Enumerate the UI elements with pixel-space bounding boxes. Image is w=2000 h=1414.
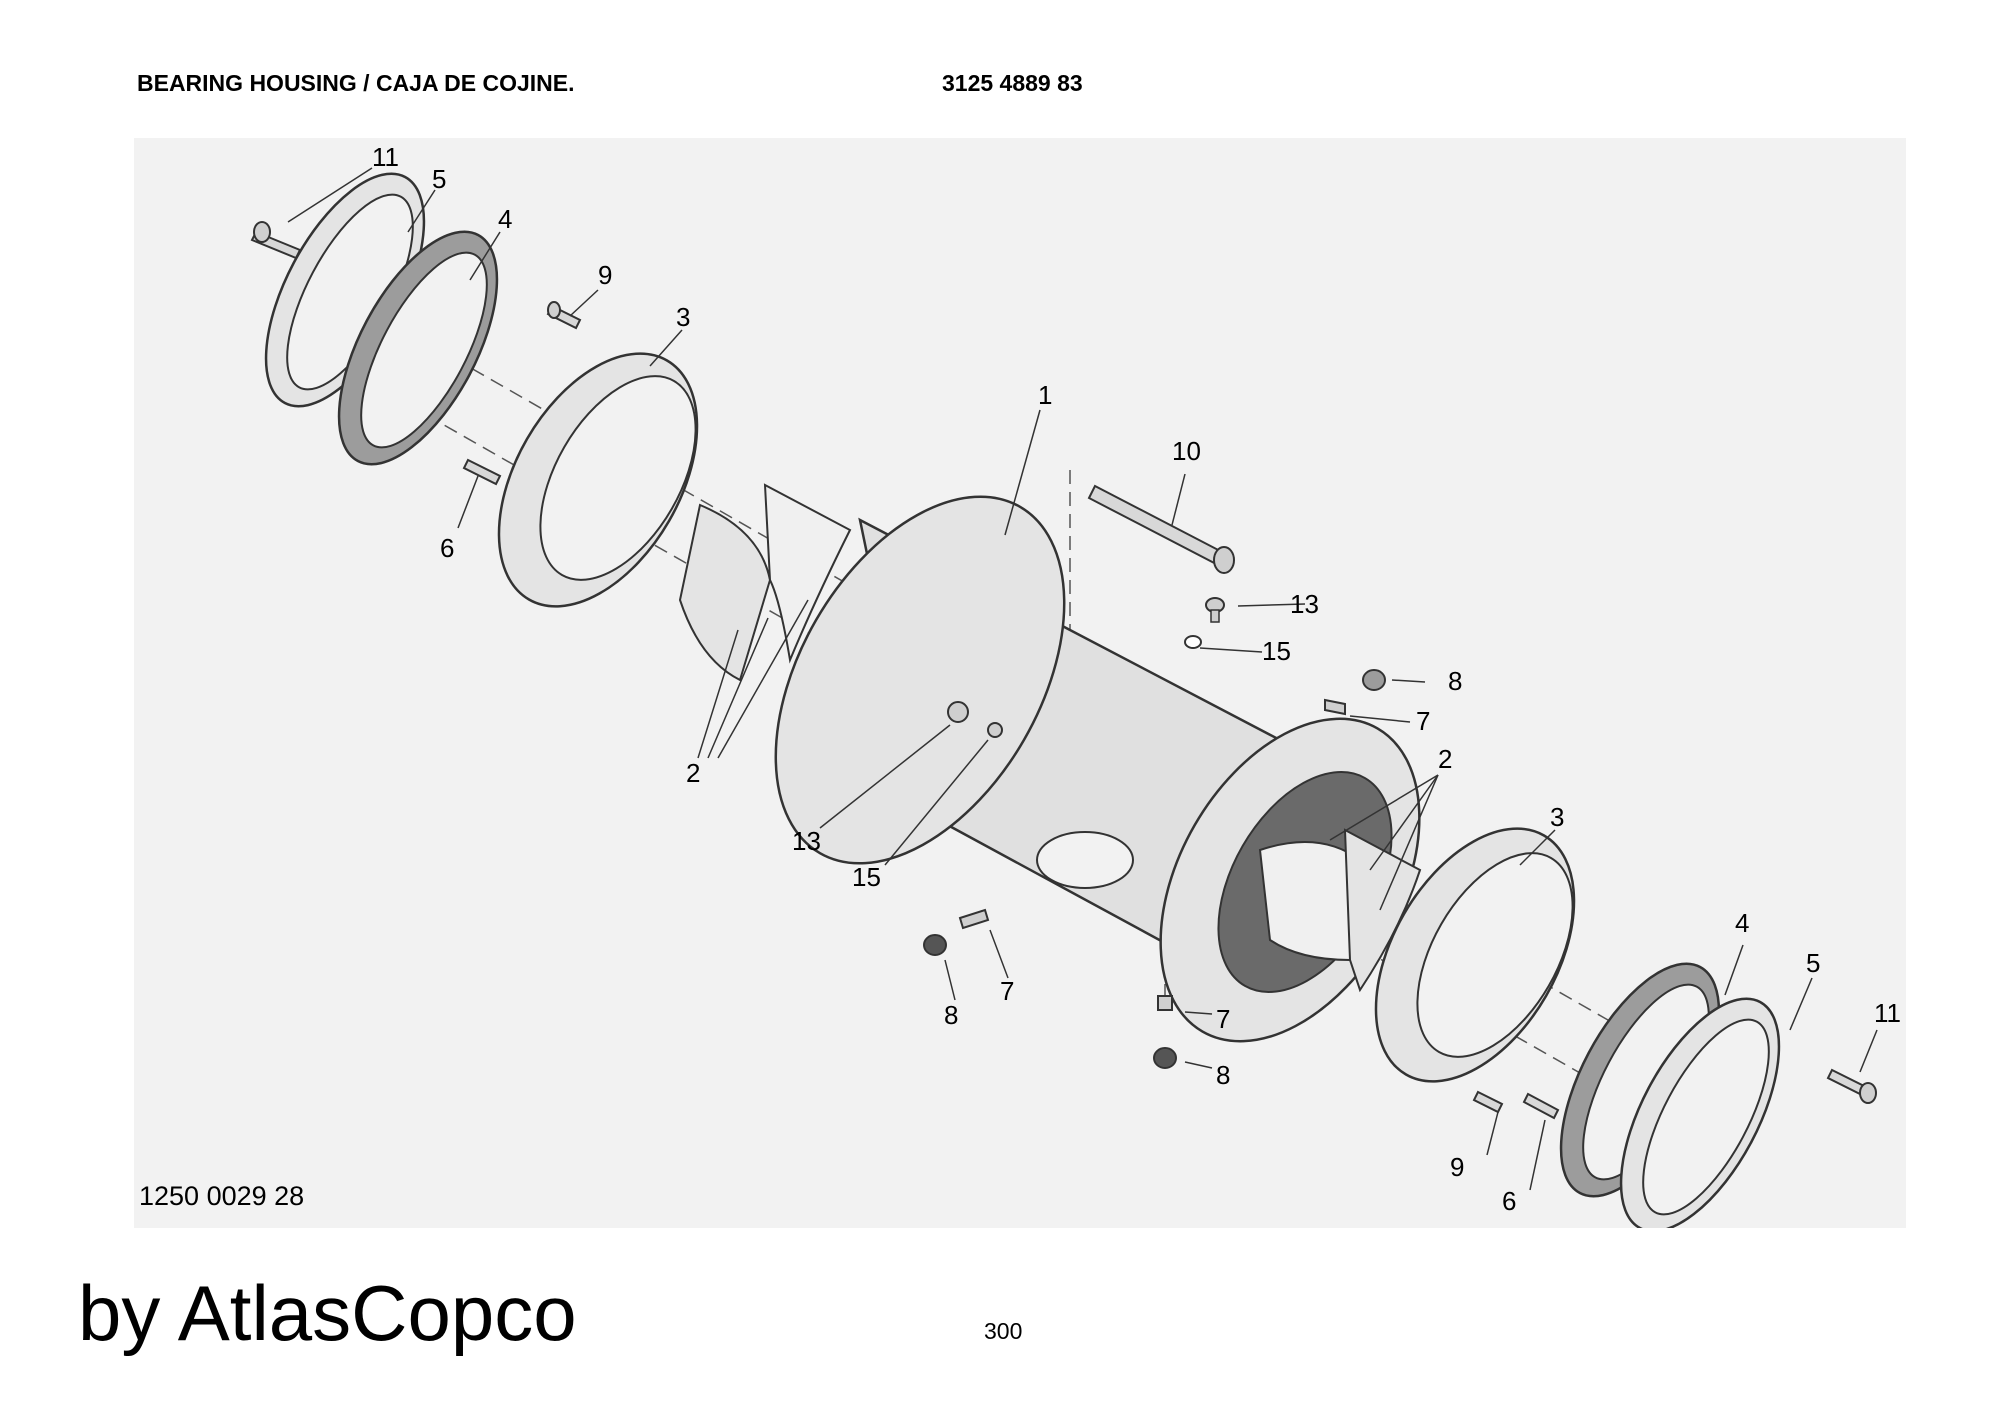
- brand-text: by AtlasCopco: [78, 1269, 577, 1357]
- callout-3-left: 3: [676, 302, 690, 332]
- callout-7-top: 7: [1416, 706, 1430, 736]
- bolt-11-right: [1826, 1068, 1877, 1104]
- callout-13-right: 13: [1290, 589, 1319, 619]
- callout-3-right: 3: [1550, 802, 1564, 832]
- seal-15-right: [1184, 635, 1202, 649]
- callout-2-left: 2: [686, 758, 700, 788]
- bolt-11-left: [250, 221, 302, 260]
- fitting-7-bottom: [1157, 995, 1173, 1011]
- callout-6-left: 6: [440, 533, 454, 563]
- plug-13-left: [947, 701, 969, 723]
- bearing-ring-3-left: [497, 352, 699, 608]
- pin-6-left: [462, 458, 502, 486]
- gasket-ring-4-left: [337, 230, 499, 466]
- bearing-ring-3-right: [1374, 827, 1576, 1083]
- callout-7-bottom: 7: [1216, 1004, 1230, 1034]
- callout-10: 10: [1172, 436, 1201, 466]
- callout-11-left: 11: [372, 142, 399, 172]
- plug-13-right: [1205, 597, 1225, 623]
- page-number: 300: [984, 1318, 1023, 1344]
- page-title: BEARING HOUSING / CAJA DE COJINE.: [137, 70, 575, 96]
- callout-15-left: 15: [852, 862, 881, 892]
- cap-8-bottom: [1153, 1047, 1177, 1069]
- seal-15-left: [987, 722, 1003, 738]
- callout-6-right: 6: [1502, 1186, 1516, 1216]
- callout-13-left: 13: [792, 826, 821, 856]
- callout-1: 1: [1038, 380, 1052, 410]
- callout-8-bottom: 8: [1216, 1060, 1230, 1090]
- callout-4-left: 4: [498, 204, 512, 234]
- callout-5-left: 5: [432, 164, 446, 194]
- callout-9-right: 9: [1450, 1152, 1464, 1182]
- stud-10: [1087, 484, 1235, 574]
- callout-8-left: 8: [944, 1000, 958, 1030]
- cap-8-left: [923, 934, 947, 956]
- callout-2-right: 2: [1438, 744, 1452, 774]
- callout-labels: 11 5 4 9 3 1 10 6 13 15 8 7 2 2 3 13 15 …: [372, 142, 1901, 1216]
- cap-8-top: [1362, 669, 1386, 691]
- callout-9-left: 9: [598, 260, 612, 290]
- callout-4-right: 4: [1735, 908, 1749, 938]
- drawing-number: 1250 0029 28: [139, 1181, 305, 1211]
- leader-lines: [287, 167, 1878, 1191]
- bushing-halves-2-left: [678, 483, 852, 682]
- callout-11-right: 11: [1874, 998, 1901, 1028]
- callout-5-right: 5: [1806, 948, 1820, 978]
- callout-15-right: 15: [1262, 636, 1291, 666]
- inlet-port: [1036, 831, 1134, 889]
- callout-7-left: 7: [1000, 976, 1014, 1006]
- fitting-7-top: [1324, 698, 1346, 716]
- exploded-view-drawing: 11 5 4 9 3 1 10 6 13 15 8 7 2 2 3 13 15 …: [134, 138, 1906, 1228]
- fitting-7-left: [958, 908, 990, 930]
- clamp-ring-5-right: [1619, 997, 1781, 1228]
- pin-6-right: [1522, 1092, 1560, 1120]
- callout-8-top: 8: [1448, 666, 1462, 696]
- clamp-ring-5-left: [264, 172, 426, 408]
- part-number: 3125 4889 83: [942, 70, 1083, 96]
